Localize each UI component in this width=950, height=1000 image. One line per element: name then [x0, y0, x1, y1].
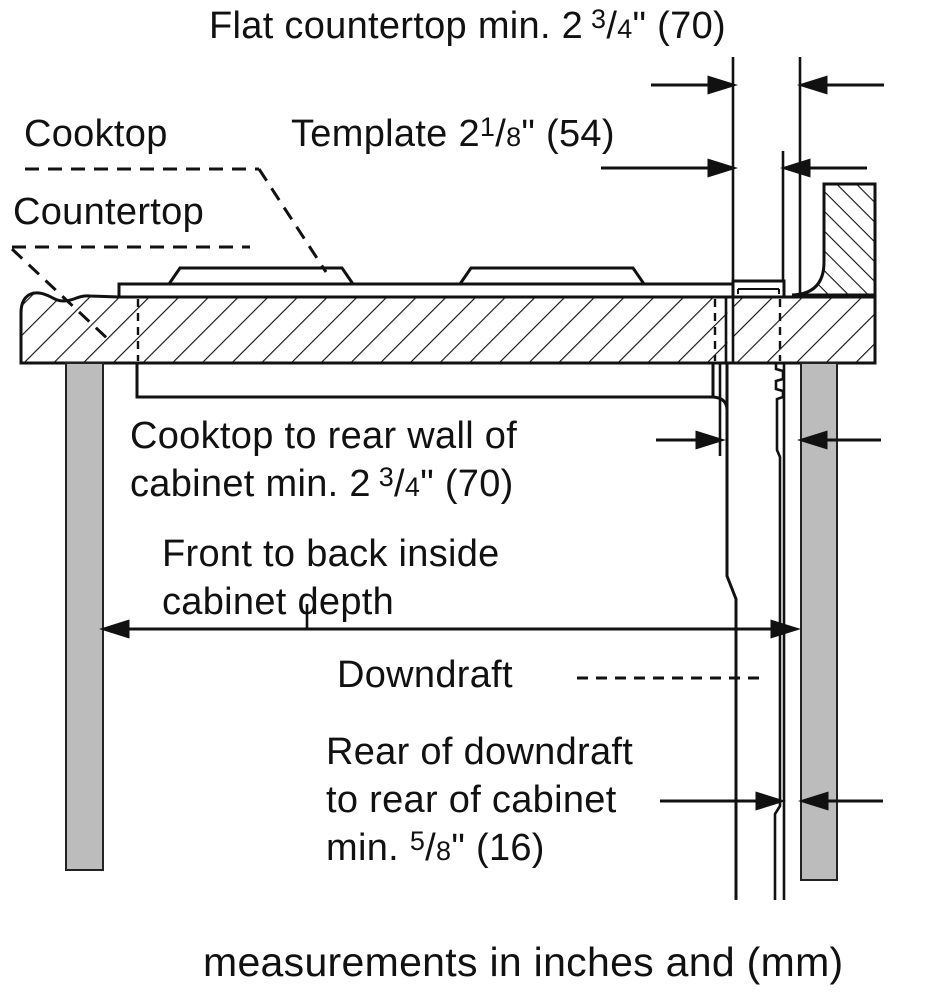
downdraft-inlet-cover [731, 279, 786, 299]
label-countertop: Countertop [13, 191, 205, 233]
label-template: Template 21/8" (54) [291, 112, 615, 155]
burner-profile-left [166, 266, 356, 286]
cooktop-plate [117, 282, 735, 299]
label-downdraft: Downdraft [337, 654, 513, 696]
downdraft-front-wall [725, 362, 738, 900]
countertop-section [19, 291, 877, 365]
dimension-arrows [98, 75, 884, 811]
countertop-slot [136, 298, 782, 362]
cooktop-body [135, 363, 715, 399]
label-flat-countertop: Flat countertop min. 2 3/4" (70) [209, 4, 726, 47]
label-cooktop: Cooktop [24, 113, 168, 155]
units-footnote: measurements in inches and (mm) [203, 939, 844, 985]
front-cabinet-panel [65, 362, 104, 871]
leader-lines [10, 167, 760, 680]
burner-profile-right [457, 266, 647, 286]
hidden-edge-lines [136, 299, 782, 361]
label-cabinet-depth: Front to back inside cabinet depth [162, 533, 500, 623]
backsplash-section [791, 182, 877, 297]
downdraft-rear-wall-inner [773, 362, 785, 900]
label-rear-of-downdraft: Rear of downdraft to rear of cabinet min… [326, 731, 634, 869]
rear-cabinet-panel [800, 362, 838, 881]
label-cooktop-to-rear-wall: Cooktop to rear wall of cabinet min. 2 3… [130, 415, 518, 505]
